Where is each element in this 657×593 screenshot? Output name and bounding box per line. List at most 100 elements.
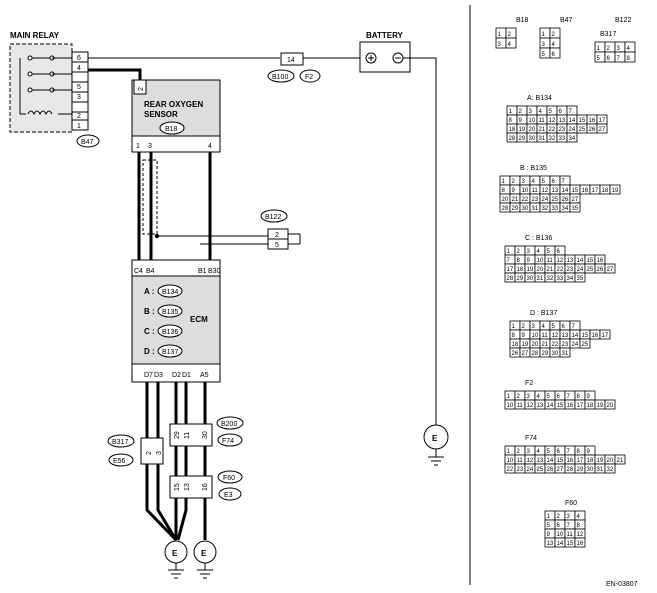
ecm-pin-b30: B30 <box>208 268 221 275</box>
pin-number: 6 <box>607 56 611 62</box>
pin-number: 18 <box>517 267 524 273</box>
pin-number: 5 <box>547 449 551 455</box>
pin-number: 9 <box>519 118 523 124</box>
pin-number: 3 <box>542 42 546 48</box>
connector-b135-oval <box>157 304 183 318</box>
sensor-pin-3: 3 <box>148 143 152 150</box>
pin-number: 8 <box>512 333 516 339</box>
relay-pin-6: 6 <box>77 55 81 62</box>
pin-number: 13 <box>562 333 569 339</box>
pin-number: 10 <box>507 458 514 464</box>
pin-number: 4 <box>627 46 631 52</box>
pin-number: 1 <box>547 514 551 520</box>
connector-b100-label: B100 <box>272 74 288 81</box>
pin-number: 10 <box>507 403 514 409</box>
pin-number: 17 <box>599 118 606 124</box>
pin-number: 20 <box>537 267 544 273</box>
pin-cell <box>549 47 561 59</box>
b200-connector-box <box>169 423 213 447</box>
pin-cell <box>569 202 581 213</box>
pin-number: 1 <box>507 449 511 455</box>
pin-number: 4 <box>539 109 543 115</box>
pin-number: 14 <box>557 541 564 547</box>
pin-number: 6 <box>557 523 561 529</box>
pin-number: 6 <box>552 179 556 185</box>
pin-cell <box>566 132 578 143</box>
pin-number: 17 <box>592 188 599 194</box>
pin-number: 15 <box>582 333 589 339</box>
pinout-title: F2 <box>525 380 533 387</box>
pin-number: 15 <box>557 458 564 464</box>
pin-number: 2 <box>607 46 611 52</box>
pinout-title: A: B134 <box>527 95 552 102</box>
pin-number: 14 <box>547 458 554 464</box>
pin-number: 3 <box>567 514 571 520</box>
pin-number: 32 <box>549 136 556 142</box>
relay-pin-3: 3 <box>77 94 81 101</box>
pin-number: 11 <box>517 458 524 464</box>
connector-b47-label: B47 <box>81 139 94 146</box>
pin-number: 10 <box>557 532 564 538</box>
pin-number: 12 <box>557 258 564 264</box>
pin-number: 14 <box>562 188 569 194</box>
connector-b100-oval <box>267 69 295 83</box>
pin-number: 4 <box>508 42 512 48</box>
pin-cell <box>574 272 586 283</box>
pin-number: 8 <box>627 56 631 62</box>
pin-number: 19 <box>597 403 604 409</box>
pin-number: 12 <box>527 458 534 464</box>
pin-number: 25 <box>587 267 594 273</box>
pin-number: 24 <box>569 127 576 133</box>
pin-number: 16 <box>592 333 599 339</box>
pin-number: 19 <box>519 127 526 133</box>
pin-number: 33 <box>557 276 564 282</box>
pin-number: 22 <box>507 467 514 473</box>
main-relay-label: MAIN RELAY <box>10 31 60 40</box>
f60-pin-15: 15 <box>174 483 181 491</box>
pin-number: 7 <box>567 523 571 529</box>
wire-d1 <box>176 382 188 541</box>
connector-b317-oval <box>107 434 135 448</box>
pinout-title: B18 <box>516 17 529 24</box>
pin-number: 27 <box>599 127 606 133</box>
shield-dashed <box>142 159 158 235</box>
pin-number: 8 <box>577 523 581 529</box>
ground-battery-label: E <box>432 434 438 443</box>
connector-e56-label: E56 <box>113 458 126 465</box>
pin-number: 22 <box>552 342 559 348</box>
pin-number: 10 <box>529 118 536 124</box>
pin-cell <box>599 329 611 340</box>
ecm-pin-b1: B1 <box>198 268 207 275</box>
pin-number: 35 <box>572 206 579 212</box>
relay-pin-1: 1 <box>77 123 81 130</box>
pin-cell <box>574 537 586 548</box>
pin-number: 17 <box>577 458 584 464</box>
pin-number: 12 <box>577 532 584 538</box>
pin-number: 1 <box>502 179 506 185</box>
pin-number: 13 <box>547 541 554 547</box>
pin-number: 34 <box>569 136 576 142</box>
pin-number: 22 <box>549 127 556 133</box>
pin-number: 5 <box>547 249 551 255</box>
pin-number: 18 <box>587 403 594 409</box>
pin-number: 21 <box>542 342 549 348</box>
pin-number: 3 <box>529 109 533 115</box>
pin-cell <box>604 399 616 410</box>
pin-number: 20 <box>607 403 614 409</box>
sensor-pin-4: 4 <box>208 143 212 150</box>
pin-number: 7 <box>562 179 566 185</box>
pinout-title: F74 <box>525 435 537 442</box>
pin-number: 21 <box>547 267 554 273</box>
pin-number: 3 <box>498 42 502 48</box>
pin-number: 6 <box>557 394 561 400</box>
pin-number: 3 <box>527 449 531 455</box>
pin-number: 2 <box>517 249 521 255</box>
pin-number: 11 <box>567 532 574 538</box>
pin-number: 35 <box>577 276 584 282</box>
pin-number: 4 <box>537 394 541 400</box>
pin-number: 24 <box>572 342 579 348</box>
connector-b122-oval <box>260 209 288 223</box>
